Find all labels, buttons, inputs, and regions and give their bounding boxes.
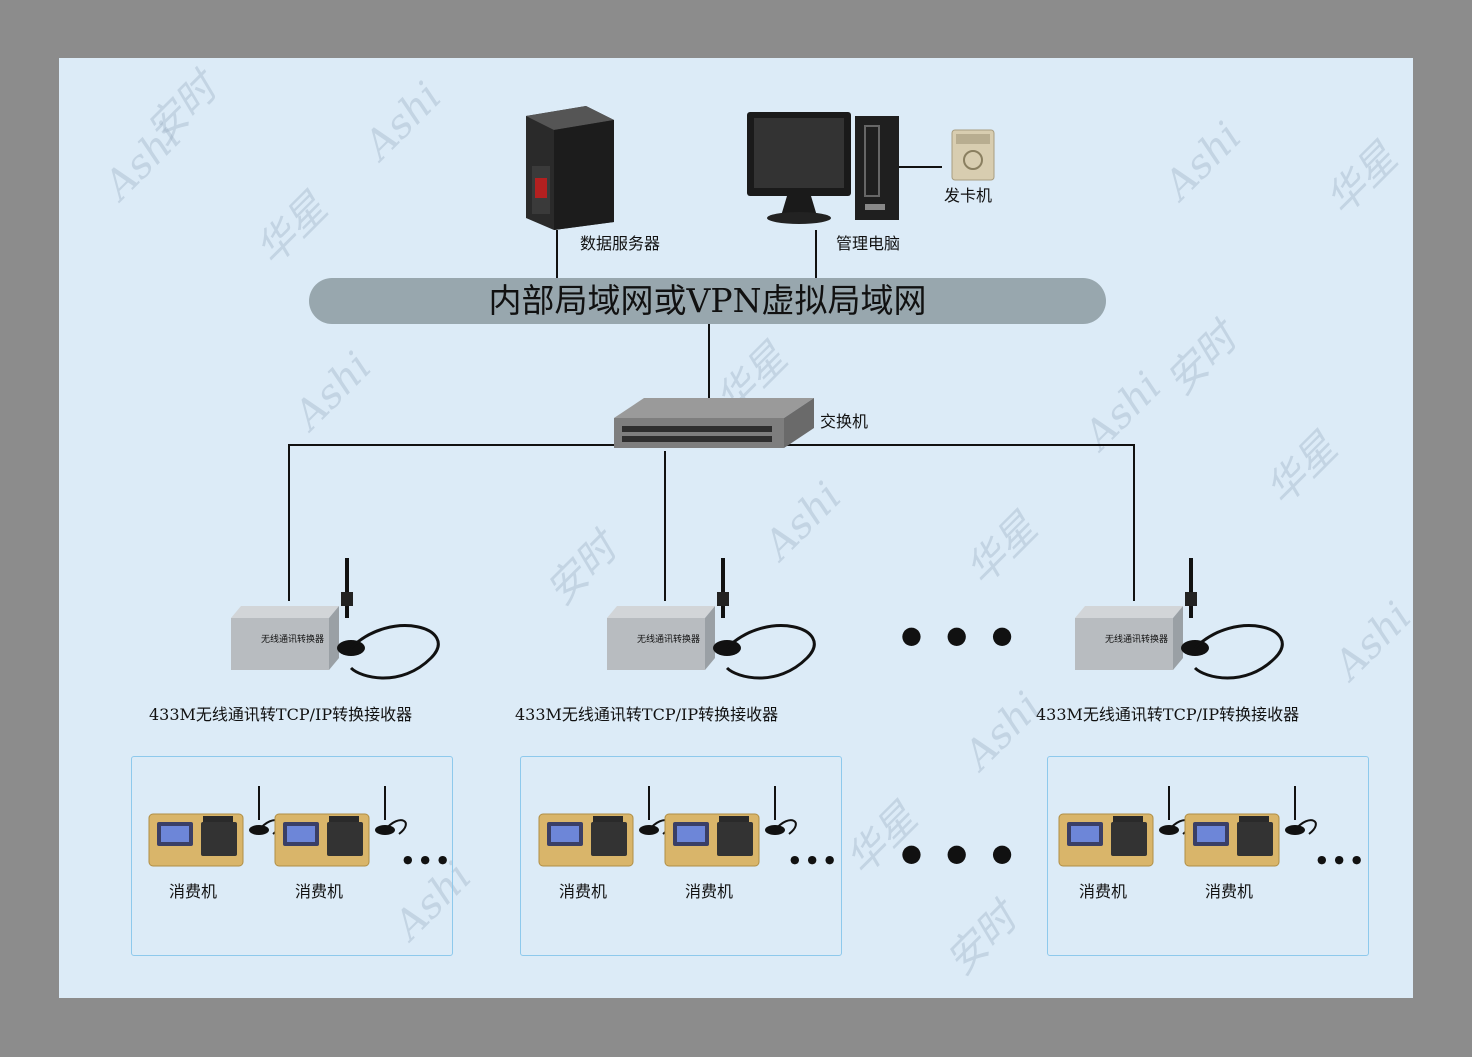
server-icon: [526, 106, 614, 230]
watermark: 华星: [957, 505, 1047, 595]
receiver-icon: [231, 558, 440, 680]
pos-terminal-icon: [538, 786, 671, 867]
pc-label: 管理电脑: [836, 234, 901, 253]
card-issuer-link: [897, 166, 942, 168]
terminal-group: [131, 756, 453, 956]
pos-terminal-label: 消费机: [169, 882, 218, 901]
pos-terminal-icon: [148, 786, 281, 867]
pos-terminal-label: 消费机: [559, 882, 608, 901]
card-issuer-icon: [951, 129, 995, 181]
receiver-panel-text: 无线通讯转换器: [1105, 635, 1169, 645]
watermark: 安时: [1157, 315, 1247, 405]
pos-terminal-icon: [1184, 786, 1317, 867]
more-terminals-ellipsis: ● ● ●: [790, 853, 837, 866]
watermark: 华星: [247, 185, 337, 275]
watermark: 华星: [1317, 135, 1407, 225]
card-issuer-label: 发卡机: [944, 186, 993, 205]
server-label: 数据服务器: [580, 234, 661, 253]
pos-terminal-label: 消费机: [295, 882, 344, 901]
server-link: [556, 230, 558, 278]
watermark: 华星: [1257, 425, 1347, 515]
receiver-panel-text: 无线通讯转换器: [261, 635, 325, 645]
watermark: Ashi: [95, 113, 191, 209]
pos-terminal-icon: [1058, 786, 1191, 867]
branch-mid-v: [664, 451, 666, 601]
more-terminals-ellipsis: ● ● ●: [403, 853, 450, 866]
more-receivers-ellipsis: ● ● ●: [901, 620, 1021, 649]
receiver-label: 433M无线通讯转TCP/IP转换接收器: [1036, 705, 1300, 724]
pc-link: [815, 230, 817, 278]
terminal-group: [520, 756, 842, 956]
lan-bar: 内部局域网或VPN虚拟局域网: [309, 278, 1106, 324]
watermark: Ashi: [1155, 113, 1251, 209]
receiver-panel-text: 无线通讯转换器: [637, 635, 701, 645]
pos-terminal-label: 消费机: [1205, 882, 1254, 901]
branch-right-h: [777, 444, 1135, 446]
watermark: Ashi: [285, 343, 381, 439]
watermark: Ashi: [955, 683, 1051, 779]
watermark: Ashi: [1325, 593, 1413, 689]
pos-terminal-icon: [274, 786, 407, 867]
receiver-icon: [1075, 558, 1284, 680]
terminal-group: [1047, 756, 1369, 956]
watermark: 安时: [137, 65, 227, 155]
more-groups-ellipsis: ● ● ●: [901, 838, 1021, 867]
watermark: Ashi: [355, 73, 451, 169]
watermark: 安时: [937, 895, 1027, 985]
pc-icon: [747, 112, 899, 224]
receiver-label: 433M无线通讯转TCP/IP转换接收器: [515, 705, 779, 724]
switch-icon: [614, 398, 814, 448]
receiver-label: 433M无线通讯转TCP/IP转换接收器: [149, 705, 413, 724]
branch-right-v: [1133, 444, 1135, 601]
switch-label: 交换机: [820, 412, 869, 431]
more-terminals-ellipsis: ● ● ●: [1317, 853, 1364, 866]
branch-left-v: [288, 444, 290, 601]
receiver-icon: [607, 558, 816, 680]
pos-terminal-label: 消费机: [1079, 882, 1128, 901]
watermark: 华星: [837, 795, 927, 885]
pos-terminal-label: 消费机: [685, 882, 734, 901]
diagram-canvas: Ashi Ashi Ashi Ashi Ashi Ashi Ashi Ashi …: [59, 58, 1413, 998]
lan-switch-link: [708, 324, 710, 398]
branch-left-h: [288, 444, 618, 446]
pos-terminal-icon: [664, 786, 797, 867]
lan-label: 内部局域网或VPN虚拟局域网: [488, 281, 927, 320]
